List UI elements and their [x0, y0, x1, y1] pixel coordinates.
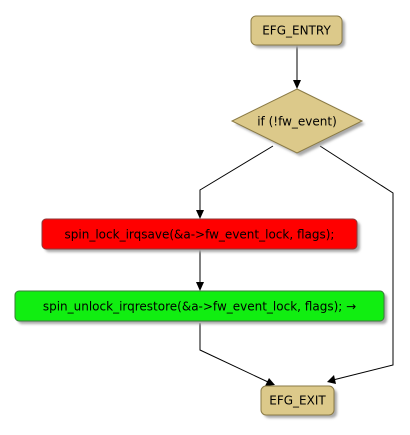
- exit-node-box: [260, 385, 335, 416]
- unlock-node: spin_unlock_irqrestore(&a->fw_event_lock…: [14, 290, 387, 324]
- entry-node-label: EFG_ENTRY: [262, 24, 331, 38]
- edge-condition-to-exit: [319, 145, 394, 381]
- edge-unlock-to-exit: [199, 323, 269, 383]
- condition-node: if (!fw_event): [230, 88, 365, 156]
- arrowhead-exit-left: [265, 378, 275, 386]
- arrowhead-lock: [196, 210, 204, 219]
- arrowhead-exit-right: [327, 375, 336, 384]
- condition-node-diamond: [230, 88, 364, 154]
- condition-node-label: if (!fw_event): [257, 115, 337, 129]
- lock-node-box: [41, 218, 358, 250]
- edge-condition-to-lock: [199, 145, 274, 212]
- edges: [196, 45, 394, 386]
- entry-node: EFG_ENTRY: [250, 15, 345, 48]
- arrowhead-unlock: [196, 282, 204, 291]
- lock-node: spin_lock_irqsave(&a->fw_event_lock, fla…: [41, 218, 360, 252]
- lock-node-label: spin_lock_irqsave(&a->fw_event_lock, fla…: [65, 228, 335, 242]
- exit-node-label: EFG_EXIT: [269, 394, 326, 408]
- unlock-node-box: [14, 290, 385, 322]
- arrowhead-condition: [293, 80, 301, 89]
- entry-node-box: [250, 15, 343, 46]
- unlock-node-label: spin_unlock_irqrestore(&a->fw_event_lock…: [43, 300, 356, 314]
- exit-node: EFG_EXIT: [260, 385, 337, 418]
